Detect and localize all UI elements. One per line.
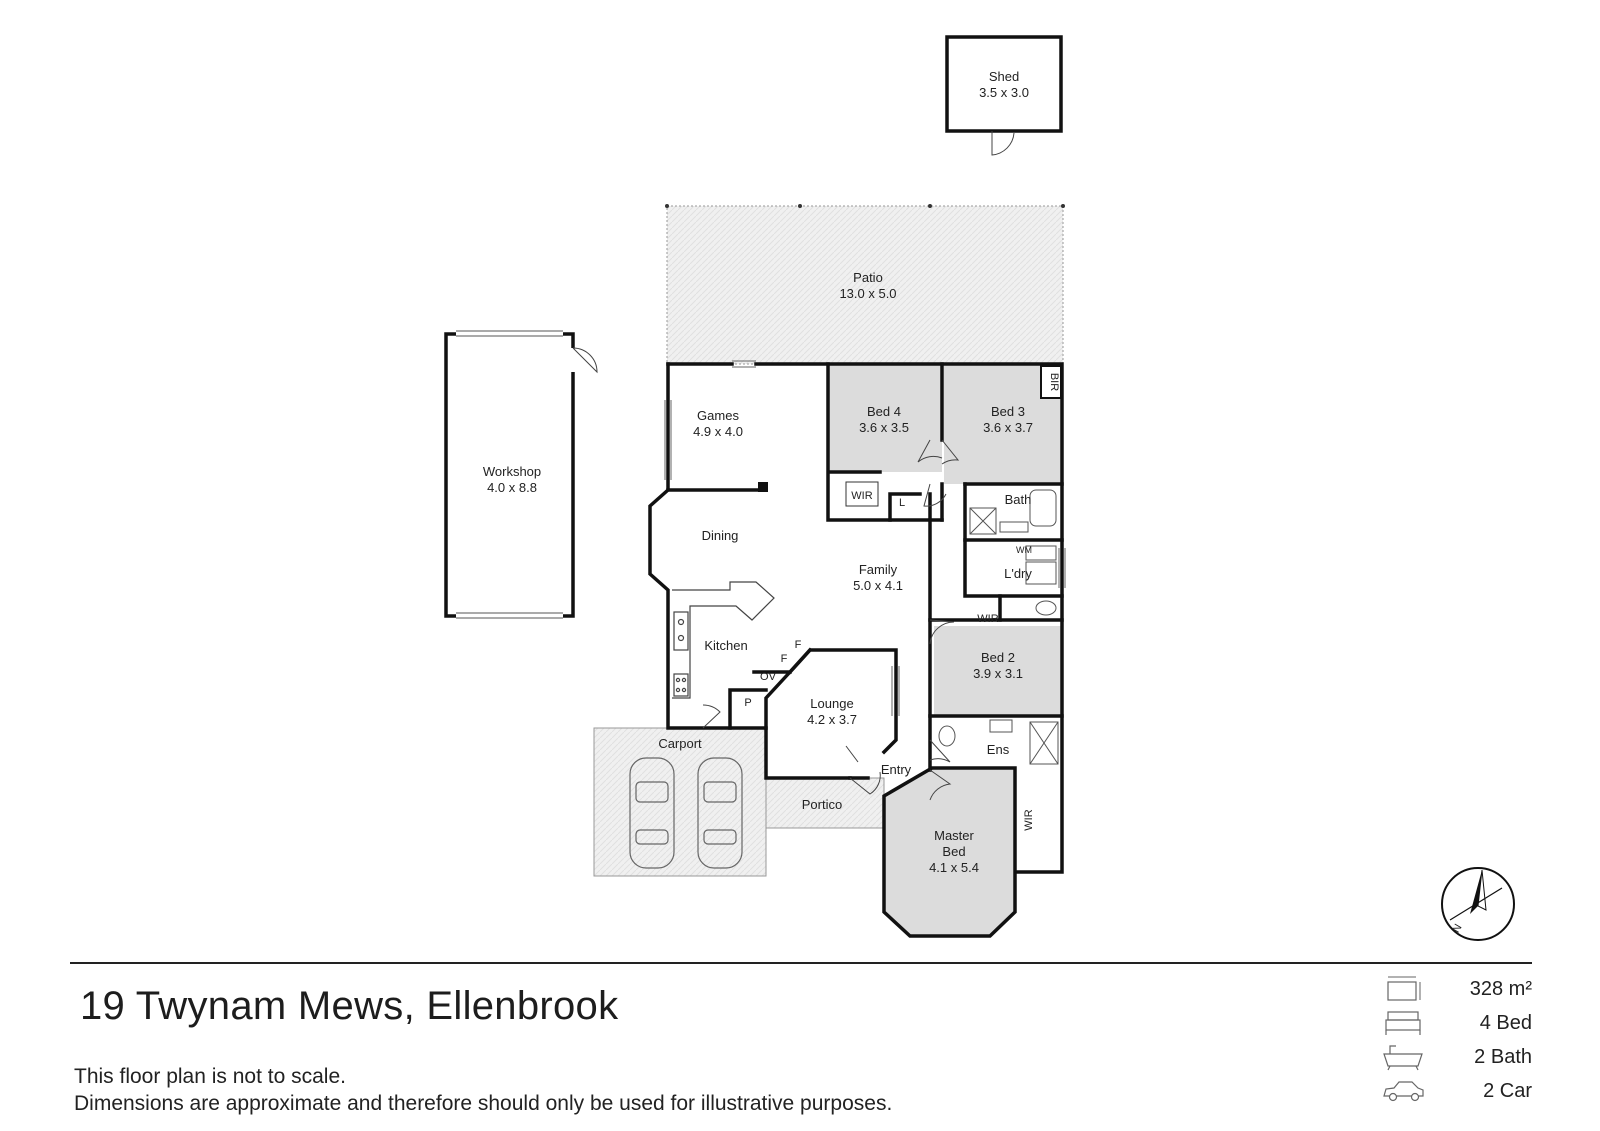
family-label: Family (859, 562, 898, 577)
patio-dims: 13.0 x 5.0 (839, 286, 896, 301)
games-dims: 4.9 x 4.0 (693, 424, 743, 439)
bed2-label: Bed 2 (981, 650, 1015, 665)
family-dims: 5.0 x 4.1 (853, 578, 903, 593)
portico: Portico (765, 777, 885, 829)
bir-label: BIR (1048, 373, 1060, 391)
entry-label: Entry (881, 762, 912, 777)
shed: Shed 3.5 x 3.0 (945, 35, 1063, 156)
lounge-dims: 4.2 x 3.7 (807, 712, 857, 727)
wir-master-label: WIR (1023, 809, 1035, 830)
house-walls (648, 362, 1064, 938)
disclaimer-line-1: This floor plan is not to scale. (74, 1065, 346, 1088)
door-swings (702, 439, 960, 801)
master-label-2: Bed (942, 844, 965, 859)
stat-area-value: 328 m² (1469, 978, 1532, 1000)
stat-car: 2 Car (1382, 1076, 1532, 1106)
footer-divider (70, 962, 1532, 964)
kitchen-fixtures (672, 581, 775, 699)
patio: Patio 13.0 x 5.0 (665, 204, 1065, 365)
property-address: 19 Twynam Mews, Ellenbrook (80, 984, 619, 1028)
stat-bed: 4 Bed (1382, 1008, 1532, 1038)
master-label-1: Master (934, 828, 974, 843)
area-icon (1387, 976, 1421, 1001)
stat-car-value: 2 Car (1483, 1080, 1532, 1102)
compass: N (1441, 867, 1515, 941)
master-dims: 4.1 x 5.4 (929, 860, 979, 875)
bathtub-icon (1383, 1045, 1423, 1071)
patio-label: Patio (853, 270, 883, 285)
wir-bed2-label: WIR (977, 613, 998, 625)
carport-label: Carport (658, 736, 702, 751)
bed3-label: Bed 3 (991, 404, 1025, 419)
stat-bath-value: 2 Bath (1474, 1046, 1532, 1068)
windows (664, 360, 1066, 716)
kitchen-label: Kitchen (704, 638, 747, 653)
stat-bed-value: 4 Bed (1479, 1012, 1532, 1034)
pantry-label: P (744, 697, 751, 709)
workshop-label: Workshop (483, 464, 541, 479)
stat-bath: 2 Bath (1382, 1042, 1532, 1072)
linen-label: L (899, 497, 905, 509)
bed4-dims: 3.6 x 3.5 (859, 420, 909, 435)
laundry-label: L'dry (1004, 566, 1032, 581)
fridge-label-2: F (781, 653, 788, 665)
portico-label: Portico (802, 797, 842, 812)
carport: Carport (593, 727, 767, 877)
car-icon (1383, 1081, 1424, 1102)
bed4-label: Bed 4 (867, 404, 901, 419)
ensuite-label: Ens (987, 742, 1010, 757)
wir-bed4-label: WIR (851, 490, 872, 502)
bed2-dims: 3.9 x 3.1 (973, 666, 1023, 681)
lounge-label: Lounge (810, 696, 853, 711)
bath-label: Bath (1005, 492, 1032, 507)
bed-icon (1385, 1011, 1421, 1035)
car-icon (629, 757, 743, 869)
games-label: Games (697, 408, 739, 423)
shed-dims: 3.5 x 3.0 (979, 85, 1029, 100)
fridge-label-1: F (795, 639, 802, 651)
bathroom-fixtures (938, 489, 1059, 765)
disclaimer-line-2: Dimensions are approximate and therefore… (74, 1092, 893, 1115)
shed-label: Shed (989, 69, 1019, 84)
wm-label: WM (1016, 545, 1032, 555)
workshop-dims: 4.0 x 8.8 (487, 480, 537, 495)
bed3-dims: 3.6 x 3.7 (983, 420, 1033, 435)
dining-label: Dining (702, 528, 739, 543)
workshop: Workshop 4.0 x 8.8 (444, 330, 598, 619)
stat-area: 328 m² (1382, 974, 1532, 1004)
floor-plan: Shed 3.5 x 3.0 Patio 13.0 x 5.0 Workshop… (444, 35, 1515, 941)
oven-label: OV (760, 671, 777, 683)
